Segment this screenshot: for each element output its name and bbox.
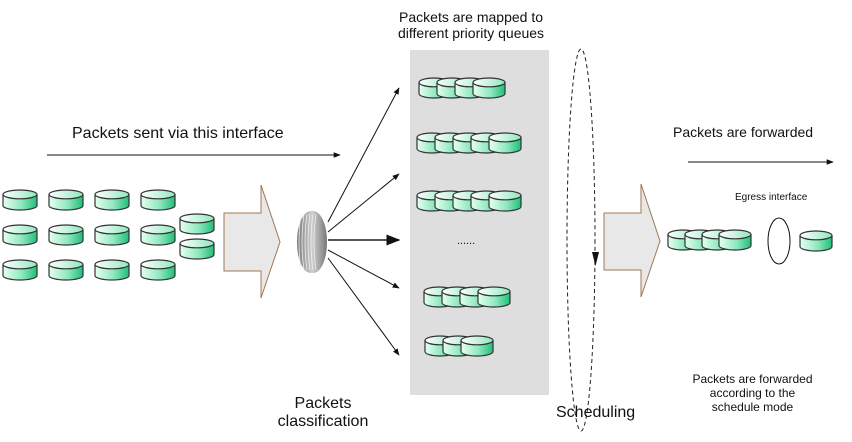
queued-packet	[478, 287, 510, 307]
incoming-packet	[141, 260, 175, 280]
incoming-packets	[3, 190, 214, 280]
incoming-packet	[49, 190, 83, 210]
scheduling-loop-icon	[567, 49, 599, 431]
classification-arrows	[328, 88, 399, 355]
queued-packet	[461, 336, 493, 356]
classification-line1: Packets	[258, 395, 388, 413]
incoming-packet	[141, 190, 175, 210]
queues-heading-line2: different priority queues	[398, 25, 544, 41]
incoming-packet	[3, 190, 37, 210]
egress-interface-icon	[768, 218, 790, 264]
egress-interface-label: Egress interface	[735, 192, 807, 204]
incoming-packet	[95, 190, 129, 210]
priority-queue-1	[419, 78, 505, 98]
outgoing-packets	[668, 230, 832, 251]
incoming-packet	[141, 225, 175, 245]
incoming-packet	[180, 239, 214, 259]
queues-heading: Packets are mapped to different priority…	[398, 9, 544, 41]
forwarded-mode-line1: Packets are forwarded	[680, 373, 825, 387]
packets-sent-label: Packets sent via this interface	[72, 125, 284, 143]
priority-queue-5	[425, 336, 493, 356]
outgoing-packet	[719, 230, 751, 250]
queued-packet	[473, 78, 505, 98]
forwarded-mode-label: Packets are forwarded according to the s…	[680, 373, 825, 414]
incoming-packet	[3, 260, 37, 280]
queue-ellipsis: ......	[457, 235, 475, 247]
priority-queue-4	[424, 287, 510, 307]
block-arrow-input	[224, 185, 280, 298]
classification-arrow	[328, 250, 399, 288]
classifier-icon	[297, 211, 327, 273]
priority-queue-3	[417, 191, 521, 211]
classification-arrow	[328, 174, 399, 232]
queued-packet	[489, 191, 521, 211]
incoming-packet	[95, 225, 129, 245]
priority-queue-2	[417, 133, 521, 153]
queues-heading-line1: Packets are mapped to	[398, 9, 544, 25]
incoming-packet	[180, 214, 214, 234]
incoming-packet	[95, 260, 129, 280]
incoming-packet	[49, 260, 83, 280]
queued-packet	[489, 133, 521, 153]
forwarded-mode-line3: schedule mode	[680, 401, 825, 415]
incoming-packet	[49, 225, 83, 245]
incoming-packet	[3, 225, 37, 245]
forwarded-mode-line2: according to the	[680, 387, 825, 401]
classification-label: Packets classification	[258, 395, 388, 432]
sent-packet	[800, 231, 832, 251]
classification-arrow	[328, 258, 399, 355]
block-arrow-output	[604, 184, 660, 297]
scheduling-label: Scheduling	[556, 404, 635, 422]
forwarded-label: Packets are forwarded	[673, 124, 813, 140]
classification-line2: classification	[258, 413, 388, 431]
